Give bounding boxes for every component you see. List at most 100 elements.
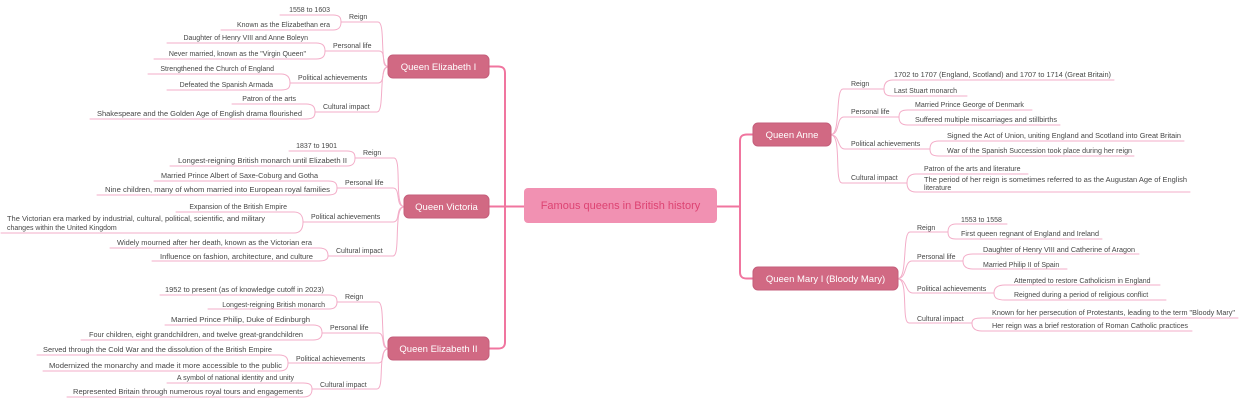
category-label-cultural-impact[interactable]: Cultural impact [336, 248, 383, 255]
leaf-text[interactable]: Last Stuart monarch [894, 88, 957, 95]
leaf-text[interactable]: Modernized the monarchy and made it more… [49, 363, 283, 370]
leaf-text[interactable]: Married Prince Philip, Duke of Edinburgh [171, 317, 310, 324]
category-label-cultural-impact[interactable]: Cultural impact [851, 175, 898, 182]
connector-path [169, 150, 405, 207]
category-label-personal-life[interactable]: Personal life [333, 43, 372, 50]
category-label-reign[interactable]: Reign [345, 294, 363, 301]
connector-path [897, 223, 1103, 279]
leaf-text[interactable]: Never married, known as the "Virgin Quee… [169, 51, 307, 58]
leaf-text[interactable]: Longest-reigning British monarch until E… [178, 158, 347, 165]
leaf-text[interactable]: Represented Britain through numerous roy… [73, 389, 304, 396]
category-label-political-achievements[interactable]: Political achievements [917, 286, 987, 293]
leaf-text[interactable]: First queen regnant of England and Irela… [961, 231, 1099, 238]
leaf-text[interactable]: Reigned during a period of religious con… [1014, 292, 1148, 299]
trunk-left [488, 65, 525, 350]
queen-node-title[interactable]: Queen Anne [766, 130, 819, 141]
leaf-text[interactable]: 1952 to present (as of knowledge cutoff … [165, 287, 324, 294]
leaf-text[interactable]: Patron of the arts [242, 96, 296, 103]
leaf-text[interactable]: Widely mourned after her death, known as… [117, 240, 312, 247]
leaf-text[interactable]: Married Prince George of Denmark [915, 102, 1024, 109]
leaf-text[interactable]: Signed the Act of Union, uniting England… [947, 133, 1181, 140]
queen-node-title[interactable]: Queen Elizabeth I [401, 62, 477, 73]
leaf-text[interactable]: The Victorian era marked by industrial, … [7, 216, 266, 223]
leaf-text[interactable]: Known as the Elizabethan era [237, 22, 330, 29]
connector-path [89, 66, 389, 120]
category-label-personal-life[interactable]: Personal life [345, 180, 384, 187]
queen-node-victoria[interactable] [403, 194, 490, 219]
leaf-text[interactable]: 1553 to 1558 [961, 217, 1002, 224]
connector-path [830, 109, 1061, 135]
leaf-text[interactable]: Strengthened the Church of England [160, 66, 274, 73]
leaf-text[interactable]: Known for her persecution of Protestants… [992, 310, 1236, 317]
connector-path [80, 324, 389, 349]
queen-branch-elizabeth-ii: Reign 1952 to present (as of knowledge c… [36, 287, 490, 398]
queen-node-title[interactable]: Queen Victoria [415, 202, 478, 213]
leaf-text[interactable]: Influence on fashion, architecture, and … [160, 254, 313, 261]
category-label-cultural-impact[interactable]: Cultural impact [320, 382, 367, 389]
queen-branch-anne: Reign 1702 to 1707 (England, Scotland) a… [752, 72, 1191, 193]
leaf-text[interactable]: Her reign was a brief restoration of Rom… [992, 323, 1189, 330]
category-label-cultural-impact[interactable]: Cultural impact [323, 104, 370, 111]
connector-path [830, 134, 1185, 157]
leaf-text[interactable]: Four children, eight grandchildren, and … [89, 332, 303, 339]
leaf-text[interactable]: Attempted to restore Catholicism in Engl… [1014, 278, 1151, 285]
queen-node-elizabeth-ii[interactable] [387, 336, 490, 361]
connector-path [897, 278, 1167, 301]
queen-node-mary-i[interactable] [752, 266, 899, 291]
leaf-text[interactable]: The period of her reign is sometimes ref… [924, 177, 1187, 184]
leaf-text[interactable]: Served through the Cold War and the diss… [43, 347, 272, 354]
category-label-personal-life[interactable]: Personal life [917, 254, 956, 261]
leaf-text[interactable]: changes within the United Kingdom [7, 225, 117, 232]
category-label-personal-life[interactable]: Personal life [851, 109, 890, 116]
leaf-text[interactable]: 1837 to 1901 [296, 143, 337, 150]
queen-branch-victoria: Reign 1837 to 1901 Longest-reigning Brit… [0, 143, 490, 262]
connector-path [109, 206, 405, 262]
connector-path [830, 79, 1115, 135]
queen-node-elizabeth-i[interactable] [387, 54, 490, 79]
leaf-text[interactable]: 1558 to 1603 [289, 7, 330, 14]
leaf-text[interactable]: Married Prince Albert of Saxe-Coburg and… [161, 173, 318, 180]
connector-path [159, 294, 389, 349]
central-topic-title[interactable]: Famous queens in British history [541, 200, 701, 212]
queen-branch-elizabeth-i: Reign 1558 to 1603 Known as the Elizabet… [89, 7, 490, 120]
central-topic-group: Famous queens in British history [524, 188, 717, 223]
leaf-text[interactable]: Longest-reigning British monarch [222, 302, 325, 309]
leaf-text[interactable]: Patron of the arts and literature [924, 166, 1021, 173]
queen-node-anne[interactable] [752, 122, 832, 147]
category-label-political-achievements[interactable]: Political achievements [298, 75, 368, 82]
category-label-personal-life[interactable]: Personal life [330, 325, 369, 332]
leaf-text[interactable]: Suffered multiple miscarriages and still… [915, 117, 1058, 124]
leaf-text[interactable]: 1702 to 1707 (England, Scotland) and 170… [894, 72, 1111, 79]
category-label-political-achievements[interactable]: Political achievements [851, 141, 921, 148]
category-label-reign[interactable]: Reign [363, 150, 381, 157]
leaf-text[interactable]: Nine children, many of whom married into… [105, 187, 331, 194]
connector-path [897, 253, 1140, 279]
leaf-text[interactable]: Daughter of Henry VIII and Catherine of … [983, 247, 1135, 254]
leaf-text[interactable]: War of the Spanish Succession took place… [947, 148, 1132, 155]
category-label-reign[interactable]: Reign [917, 225, 935, 232]
queen-branch-mary-i: Reign 1553 to 1558 First queen regnant o… [752, 217, 1239, 332]
connector-path [897, 278, 1239, 332]
category-label-reign[interactable]: Reign [349, 14, 367, 21]
category-label-political-achievements[interactable]: Political achievements [311, 214, 381, 221]
queen-node-title[interactable]: Queen Mary I (Bloody Mary) [766, 274, 885, 285]
connector-path [96, 180, 405, 207]
leaf-text[interactable]: Daughter of Henry VIII and Anne Boleyn [183, 35, 308, 42]
connector-path [0, 206, 405, 234]
leaf-text[interactable]: A symbol of national identity and unity [177, 375, 295, 382]
leaf-text[interactable]: Married Philip II of Spain [983, 262, 1059, 269]
leaf-text[interactable]: literature [924, 185, 951, 192]
leaf-text[interactable]: Shakespeare and the Golden Age of Englis… [97, 111, 302, 118]
category-label-political-achievements[interactable]: Political achievements [296, 356, 366, 363]
connector-path [66, 348, 389, 398]
connector-path [830, 134, 1191, 193]
queen-node-title[interactable]: Queen Elizabeth II [399, 344, 477, 355]
central-topic-node[interactable] [524, 188, 717, 223]
connector-path [153, 42, 389, 67]
leaf-text[interactable]: Expansion of the British Empire [189, 204, 287, 211]
leaf-text[interactable]: Defeated the Spanish Armada [180, 82, 274, 89]
category-label-reign[interactable]: Reign [851, 81, 869, 88]
category-label-cultural-impact[interactable]: Cultural impact [917, 316, 964, 323]
